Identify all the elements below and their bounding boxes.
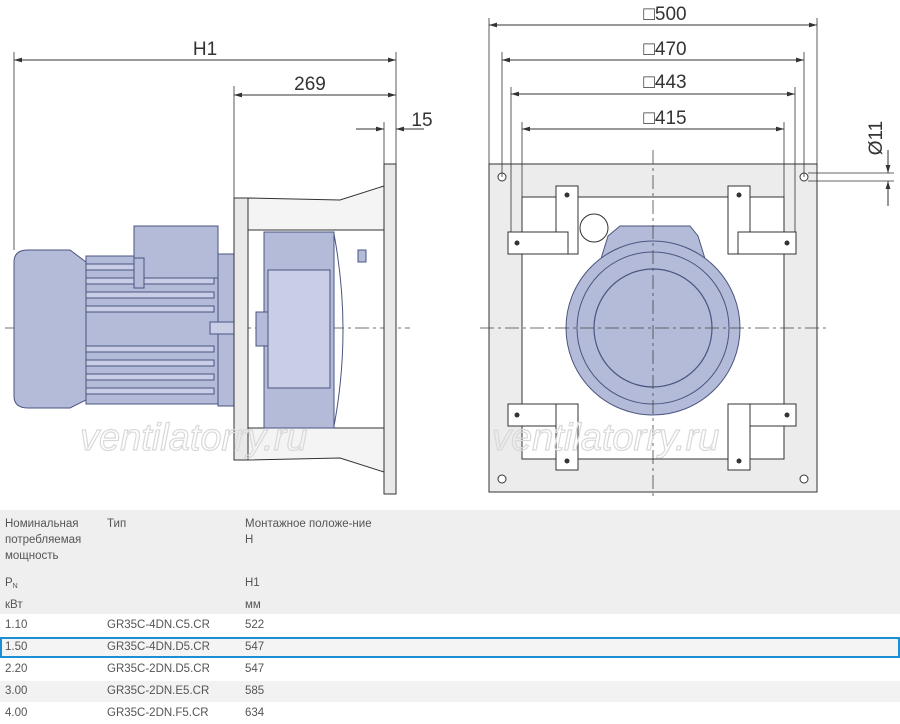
dim-15-label: 15 bbox=[411, 110, 432, 131]
header-h1-symbol: H1 bbox=[240, 574, 900, 596]
side-view: H1 269 15 ventilatorry.ru bbox=[5, 39, 433, 494]
table-row-selected[interactable]: 1.50 GR35C-4DN.D5.CR 547 bbox=[0, 637, 900, 659]
header-h-text: Монтажное положе-ние H bbox=[245, 516, 380, 548]
header-type-symbol bbox=[102, 574, 240, 596]
cell-h1: 547 bbox=[240, 637, 900, 659]
dim-415-label: □415 bbox=[643, 108, 686, 129]
header-type: Тип bbox=[102, 510, 240, 574]
cell-type: GR35C-4DN.C5.CR bbox=[102, 615, 240, 637]
dim-h1-label: H1 bbox=[193, 39, 217, 60]
header-power-symbol: PN bbox=[0, 574, 102, 596]
cell-h1: 547 bbox=[240, 659, 900, 681]
front-view: □500 □470 □443 □415 Ø11 ventilatorry.ru bbox=[480, 4, 894, 500]
cell-type: GR35C-2DN.D5.CR bbox=[102, 659, 240, 681]
cell-h1: 585 bbox=[240, 681, 900, 703]
header-h1-unit: мм bbox=[240, 596, 900, 615]
spec-table: Номинальная потребляемая мощность Тип Мо… bbox=[0, 510, 900, 724]
cell-type: GR35C-2DN.E5.CR bbox=[102, 681, 240, 703]
dim-500-label: □500 bbox=[643, 4, 686, 25]
cell-power: 1.50 bbox=[0, 637, 102, 659]
watermark-right: ventilatorry.ru bbox=[492, 417, 719, 459]
dim-269-label: 269 bbox=[294, 74, 326, 95]
table-row[interactable]: 4.00 GR35C-2DN.F5.CR 634 bbox=[0, 703, 900, 724]
cell-power: 1.10 bbox=[0, 615, 102, 637]
cell-power: 4.00 bbox=[0, 703, 102, 724]
dim-443-label: □443 bbox=[643, 72, 686, 93]
cell-type: GR35C-2DN.F5.CR bbox=[102, 703, 240, 724]
dim-470-label: □470 bbox=[643, 39, 686, 60]
symbol-p: P bbox=[5, 577, 13, 589]
cell-h1: 522 bbox=[240, 615, 900, 637]
header-h: Монтажное положе-ние H bbox=[240, 510, 900, 574]
dim-11-label: Ø11 bbox=[866, 121, 887, 156]
header-power-unit: кВт bbox=[0, 596, 102, 615]
cell-power: 2.20 bbox=[0, 659, 102, 681]
cell-type: GR35C-4DN.D5.CR bbox=[102, 637, 240, 659]
table-row[interactable]: 2.20 GR35C-2DN.D5.CR 547 bbox=[0, 659, 900, 681]
symbol-p-sub: N bbox=[13, 583, 18, 590]
technical-drawing: H1 269 15 ventilatorry.ru bbox=[0, 0, 900, 510]
table-row[interactable]: 3.00 GR35C-2DN.E5.CR 585 bbox=[0, 681, 900, 703]
watermark-left: ventilatorry.ru bbox=[80, 417, 307, 459]
header-type-unit bbox=[102, 596, 240, 615]
cell-h1: 634 bbox=[240, 703, 900, 724]
cell-power: 3.00 bbox=[0, 681, 102, 703]
header-power: Номинальная потребляемая мощность bbox=[0, 510, 102, 574]
table-row[interactable]: 1.10 GR35C-4DN.C5.CR 522 bbox=[0, 615, 900, 637]
